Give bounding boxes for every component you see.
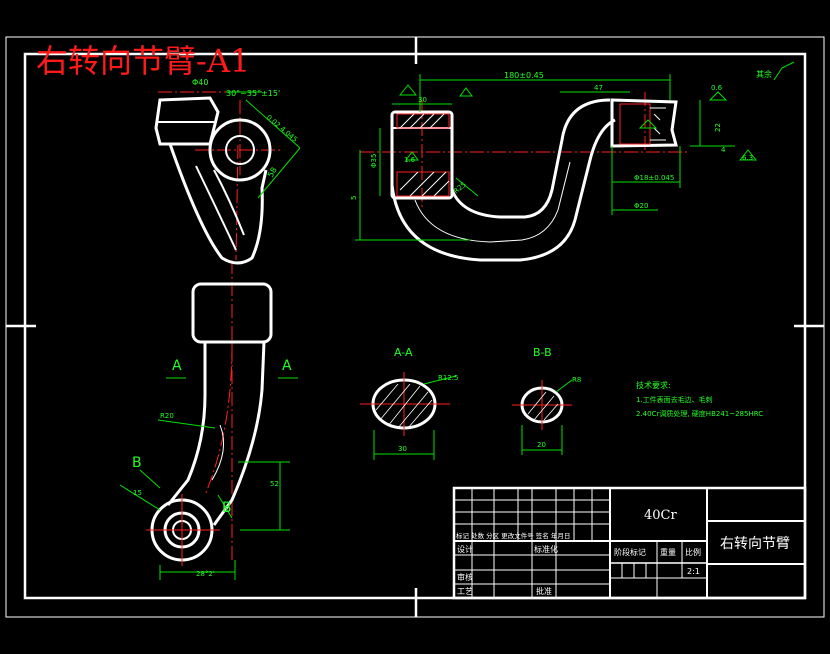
front-dim-right-h2: 4 (721, 146, 726, 154)
front-view: 180±0.45 47 30 0.6 其余 Φ35 1.6 5 R25 Φ18±… (350, 61, 795, 262)
title-block-label-weight: 重量 (660, 547, 676, 557)
section-bb: B-B R8 20 (512, 346, 581, 455)
tech-req-line2: 2.40Cr调质处理, 硬度HB241~285HRC (636, 409, 763, 418)
section-bb-dim-r: R8 (572, 376, 581, 384)
front-dim-flatness: 0.6 (711, 84, 723, 92)
title-block-material: 40Cr (644, 508, 677, 523)
title-block-label-standard: 标准化 (534, 544, 558, 554)
title-block-label-scale: 比例 (685, 547, 701, 557)
top-dim-tol: 0.02 4.045 (265, 113, 299, 143)
front-dim-right-h: 22 (714, 123, 722, 132)
front-dim-left-dia: Φ35 (370, 154, 378, 168)
top-dim-dia: Φ40 (192, 78, 208, 87)
section-label-b-left: B (132, 455, 142, 471)
title-block-part-name: 右转向节臂 (720, 536, 790, 552)
front-dim-47: 47 (594, 84, 603, 92)
front-dim-30: 30 (418, 96, 427, 104)
front-dim-left-tol: 1.6 (404, 156, 416, 164)
front-dim-r25: R25 (452, 181, 468, 196)
front-dim-left-h: 5 (350, 196, 358, 200)
title-block-label-approve: 批准 (536, 586, 552, 596)
section-bb-dim-w: 20 (537, 441, 546, 449)
front-dim-right-dia2: Φ20 (634, 202, 648, 210)
section-aa-dim-r: R12.5 (438, 374, 458, 382)
front-dim-roughness-note: 其余 (756, 69, 772, 79)
inner-border (23, 52, 807, 600)
front-dim-right-tol: 6.3 (742, 154, 753, 162)
section-label-a-right: A (282, 358, 292, 374)
title-block-text: 40Cr 右转向节臂 标记 处数 分区 更改文件号 签名 年月日 设计 标准化 … (456, 508, 790, 596)
top-view: Φ40 30°~35°±15' 0.02 4.045 58 (154, 78, 301, 560)
side-dim-bottom: 28°2' (196, 570, 215, 578)
section-label-a-left: A (172, 358, 182, 374)
drawing-title-overlay: 右转向节臂-A1 (36, 42, 250, 80)
title-block-label-design: 设计 (457, 544, 473, 554)
technical-requirements: 技术要求: 1.工件表面去毛边、毛刺 2.40Cr调质处理, 硬度HB241~2… (636, 380, 763, 418)
outer-frame (5, 36, 825, 618)
tech-req-heading: 技术要求: (636, 380, 671, 390)
section-bb-label: B-B (533, 346, 552, 359)
title-block (452, 486, 807, 600)
side-dim-r20: R20 (160, 412, 174, 420)
section-label-b-right: B (222, 500, 232, 516)
tech-req-line1: 1.工件表面去毛边、毛刺 (636, 395, 713, 404)
top-dim-side: 58 (266, 166, 279, 179)
title-block-label-review: 审核 (457, 572, 473, 582)
section-aa: A-A R12.5 30 (360, 346, 458, 460)
title-block-header-row: 标记 处数 分区 更改文件号 签名 年月日 (456, 531, 570, 540)
side-dim-52: 52 (270, 480, 279, 488)
section-aa-label: A-A (394, 346, 413, 359)
side-dim-15: 15 (133, 489, 142, 497)
section-aa-dim-w: 30 (398, 445, 407, 453)
side-view: A A B B R20 15 52 28°2' (119, 282, 298, 580)
top-dim-angle: 30°~35°±15' (226, 89, 280, 98)
title-block-label-stage: 阶段标记 (614, 547, 646, 557)
front-dim-overall: 180±0.45 (504, 71, 544, 80)
centering-marks (6, 37, 824, 617)
front-dim-right-dia: Φ18±0.045 (634, 174, 674, 182)
title-block-scale-value: 2:1 (687, 567, 700, 576)
title-block-label-process: 工艺 (457, 587, 473, 596)
